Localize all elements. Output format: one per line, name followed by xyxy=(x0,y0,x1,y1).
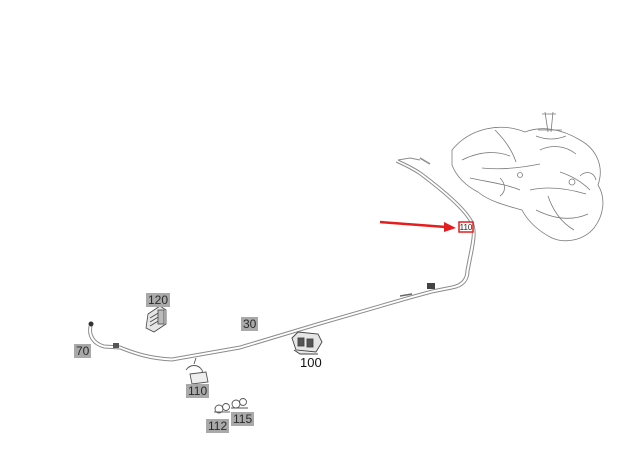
bracket-100 xyxy=(291,331,323,355)
callout-112: 112 xyxy=(206,419,230,433)
line-70-connector xyxy=(113,343,119,348)
callout-110: 110 xyxy=(186,384,210,398)
highlight-box xyxy=(458,221,474,233)
callout-100: 100 xyxy=(300,355,322,370)
highlight-label: 110 xyxy=(460,223,473,232)
line-30 xyxy=(119,157,476,362)
callout-120: 120 xyxy=(146,293,171,307)
callout-30: 30 xyxy=(241,317,259,331)
line-70 xyxy=(88,325,121,350)
callout-70: 70 xyxy=(74,344,92,358)
callout-115: 115 xyxy=(231,412,255,426)
line-70-end-cap xyxy=(88,321,94,327)
red-arrow-icon xyxy=(379,220,456,232)
clamp-112 xyxy=(214,403,230,414)
clamp-115 xyxy=(231,398,248,409)
clip-120 xyxy=(145,305,167,333)
fuel-tank-assembly xyxy=(451,111,604,242)
line-connector xyxy=(399,283,435,297)
clamp-110 xyxy=(185,357,209,385)
